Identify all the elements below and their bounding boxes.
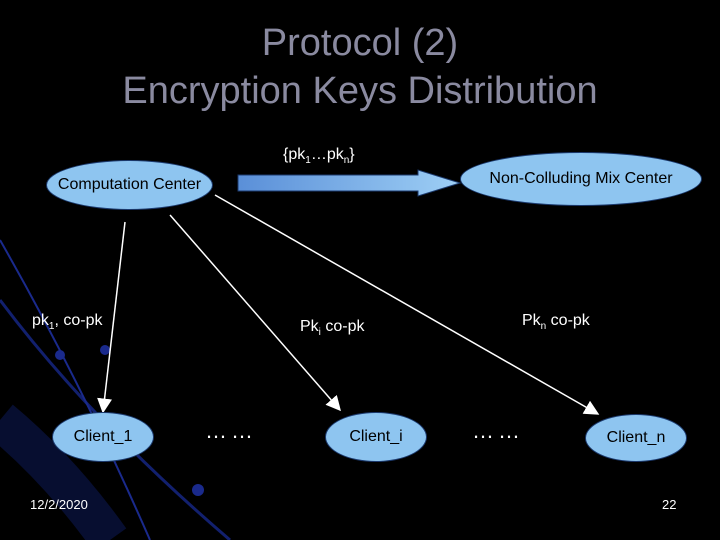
ellipsis-left: …… (205, 418, 257, 443)
background-dot (55, 350, 65, 360)
distribution-arrow (237, 169, 462, 197)
background-dot (100, 345, 110, 355)
client-1-key-label: pk1, co-pk (32, 312, 103, 333)
arrow-to-client-i (169, 214, 341, 412)
client-1-node: Client_1 (52, 412, 154, 462)
ellipsis-right: …… (472, 418, 524, 443)
mix-center-node: Non-Colluding Mix Center (460, 152, 702, 206)
title-line-2: Encryption Keys Distribution (122, 70, 598, 112)
arrow-to-client-n (214, 194, 600, 415)
client-i-node: Client_i (325, 412, 427, 462)
client-n-node: Client_n (585, 414, 687, 462)
background-arc (0, 404, 127, 540)
slide-date: 12/2/2020 (30, 497, 88, 512)
arrow-to-client-1 (97, 221, 126, 414)
page-number: 22 (662, 497, 677, 512)
background-dot (192, 484, 204, 496)
client-i-key-label: Pki co-pk (300, 318, 365, 339)
computation-center-node: Computation Center (46, 160, 213, 210)
client-n-key-label: Pkn co-pk (522, 312, 590, 333)
title-line-1: Protocol (2) (261, 22, 459, 64)
background-arc (0, 239, 151, 540)
top-arrow-label: {pk1…pkn} (283, 146, 355, 167)
